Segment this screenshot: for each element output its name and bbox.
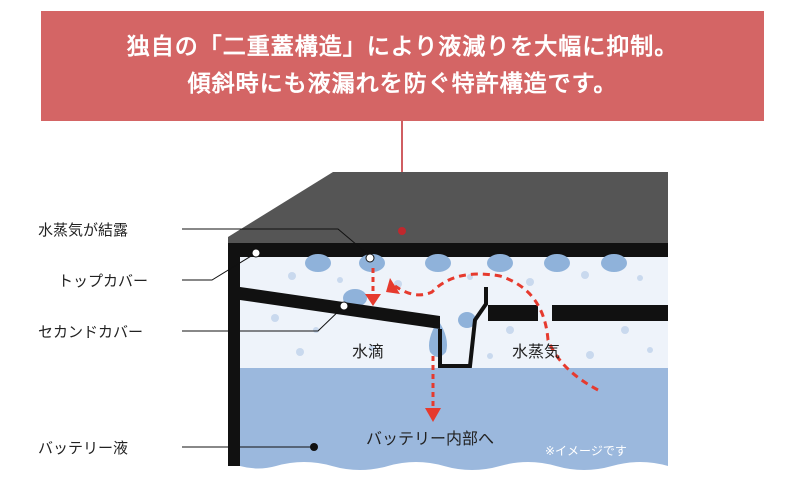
leader-dots xyxy=(251,227,406,451)
top-cover xyxy=(228,172,668,243)
label-droplet: 水滴 xyxy=(352,342,384,361)
condensation-leader xyxy=(182,228,371,257)
top-cover-leader xyxy=(182,252,257,281)
second-cover-segment-2 xyxy=(552,305,668,321)
arrow-heads xyxy=(365,278,441,422)
image-note: ※イメージです xyxy=(545,444,627,458)
label-top-cover: トップカバー xyxy=(58,272,148,290)
label-battery-fluid: バッテリー液 xyxy=(38,439,128,457)
top-cover-rim xyxy=(228,243,668,257)
second-cover-leader xyxy=(182,305,345,332)
battery-fluid xyxy=(240,368,668,470)
vapor-flow-arrow xyxy=(394,272,599,392)
label-to-inside: バッテリー内部へ xyxy=(366,429,494,448)
second-cover-segment-1 xyxy=(488,305,538,321)
headline-banner: 独自の「二重蓋構造」により液減りを大幅に抑制。 傾斜時にも液漏れを防ぐ特許構造で… xyxy=(41,11,764,121)
condensation-droplets xyxy=(305,254,627,357)
headline-line-1: 独自の「二重蓋構造」により液減りを大幅に抑制。 xyxy=(126,34,679,60)
flow-arrows xyxy=(371,268,599,410)
outer-wall xyxy=(228,243,240,466)
label-vapor: 水蒸気 xyxy=(512,342,560,361)
second-cover-baffle xyxy=(438,287,488,368)
label-second-cover: セカンドカバー xyxy=(38,323,143,341)
headline-line-2: 傾斜時にも液漏れを防ぐ特許構造です。 xyxy=(187,71,618,97)
leader-lines xyxy=(182,228,371,448)
label-condensation: 水蒸気が結露 xyxy=(38,221,128,239)
